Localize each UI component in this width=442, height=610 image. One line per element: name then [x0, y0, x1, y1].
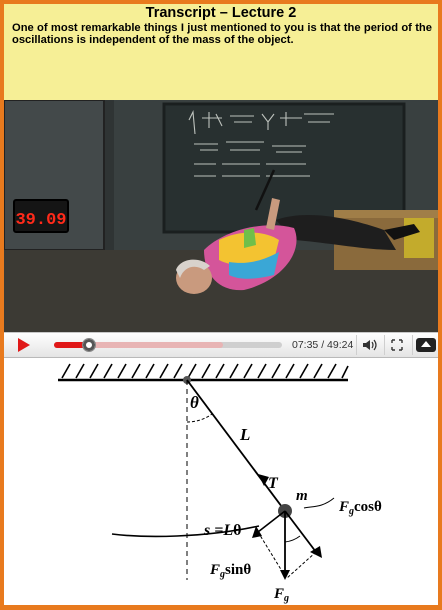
- fullscreen-icon: [391, 339, 403, 351]
- gravity-arrowhead: [280, 570, 290, 580]
- ceiling-hatching: [61, 363, 349, 379]
- play-button[interactable]: [10, 335, 36, 355]
- lecture-video-still: 39.09: [4, 100, 438, 332]
- theta-angle-arc: [186, 413, 213, 423]
- play-icon: [18, 338, 30, 352]
- page-frame: Transcript – Lecture 2 One of most remar…: [4, 4, 438, 605]
- progress-scrubber-handle[interactable]: [82, 338, 97, 352]
- fg-sin-vector: [257, 510, 286, 533]
- fg-sin-arrowhead: [252, 526, 262, 538]
- mass-label: m: [296, 488, 308, 504]
- arc-length-label: s =Lθ: [203, 522, 241, 539]
- progress-buffered: [54, 342, 223, 348]
- eject-button[interactable]: [412, 335, 438, 355]
- bob-angle-arc: [284, 535, 301, 543]
- eject-icon: [416, 338, 436, 352]
- clock-display: 39.09: [15, 211, 66, 230]
- pendulum-string: [186, 379, 286, 512]
- fullscreen-button[interactable]: [384, 335, 408, 355]
- fg-sin-label: Fgsinθ: [209, 562, 251, 580]
- volume-icon: [363, 339, 377, 351]
- video-frame[interactable]: 39.09: [4, 100, 438, 332]
- volume-button[interactable]: [356, 335, 380, 355]
- fg-cos-vector: [284, 510, 317, 553]
- pendulum-diagram: θ L T m Fgcosθ s =Lθ Fgsinθ Fg: [4, 358, 438, 605]
- fg-label: Fg: [273, 586, 289, 604]
- progress-played: [54, 342, 90, 348]
- fg-cos-label: Fgcosθ: [338, 499, 382, 517]
- transcript-title: Transcript – Lecture 2: [145, 5, 297, 21]
- transcript-panel: Transcript – Lecture 2 One of most remar…: [4, 4, 438, 100]
- length-label: L: [239, 425, 250, 444]
- arc-path: [111, 525, 260, 538]
- progress-bar[interactable]: [54, 342, 282, 348]
- tension-label: T: [268, 475, 279, 492]
- video-controls: 07:35 / 49:24: [4, 332, 438, 358]
- pendulum-diagram-svg: θ L T m Fgcosθ s =Lθ Fgsinθ Fg: [58, 363, 382, 604]
- tension-arrowhead: [258, 474, 269, 486]
- time-display: 07:35 / 49:24: [292, 339, 354, 351]
- theta-label: θ: [190, 393, 199, 412]
- transcript-text: One of most remarkable things I just men…: [12, 22, 432, 47]
